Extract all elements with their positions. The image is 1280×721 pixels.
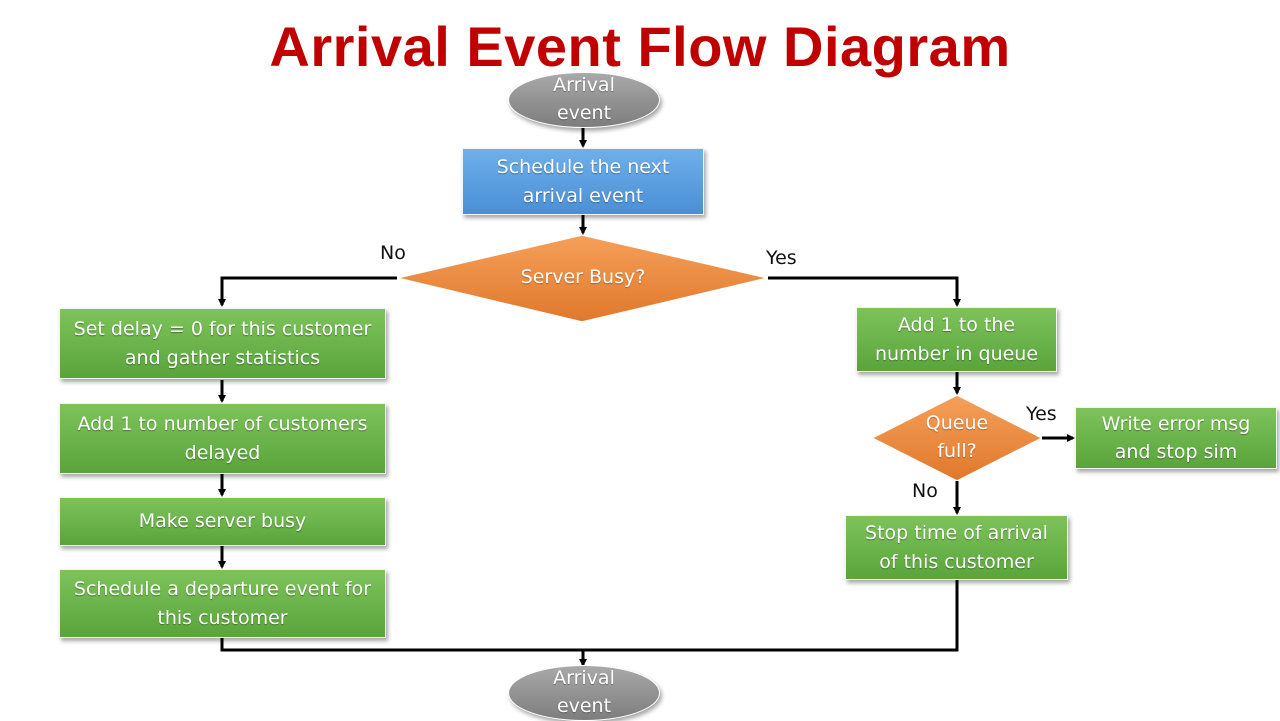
terminal-arrival-start-label: Arrival event	[553, 74, 615, 124]
process-schedule-departure: Schedule a departure event for this cust…	[59, 569, 386, 638]
branch-label-server-yes: Yes	[766, 247, 797, 269]
process-schedule-next-arrival: Schedule the next arrival event	[462, 148, 704, 215]
process-write-error-label: Write error msg and stop sim	[1101, 412, 1251, 464]
branch-label-queue-no: No	[912, 480, 938, 502]
branch-label-queue-yes: Yes	[1026, 403, 1057, 425]
process-write-error: Write error msg and stop sim	[1075, 407, 1277, 469]
process-store-arrival-time: Stop time of arrival of this customer	[845, 515, 1068, 580]
process-add-to-queue: Add 1 to the number in queue	[856, 307, 1057, 372]
connector-left-branch-to-merge	[220, 580, 959, 652]
terminal-arrival-start: Arrival event	[508, 72, 660, 128]
process-schedule-departure-label: Schedule a departure event for this cust…	[73, 578, 372, 629]
branch-label-server-no: No	[380, 242, 406, 264]
diagram-title: Arrival Event Flow Diagram	[269, 15, 1011, 78]
decision-queue-full-label: Queue full?	[925, 412, 989, 462]
terminal-arrival-end-label: Arrival event	[553, 667, 615, 717]
decision-server-busy-label: Server Busy?	[520, 266, 646, 289]
decision-server-busy-shape	[396, 234, 769, 323]
connector-decision-no	[218, 276, 397, 307]
process-add-to-queue-label: Add 1 to the number in queue	[874, 314, 1039, 365]
process-schedule-next-arrival-label: Schedule the next arrival event	[496, 156, 670, 207]
connector-decision-yes	[768, 276, 961, 307]
process-make-server-busy-label: Make server busy	[138, 510, 307, 533]
process-store-arrival-time-label: Stop time of arrival of this customer	[865, 522, 1048, 573]
process-add-customers-delayed: Add 1 to number of customers delayed	[59, 403, 386, 474]
process-add-customers-delayed-label: Add 1 to number of customers delayed	[77, 413, 368, 464]
terminal-arrival-end: Arrival event	[508, 665, 660, 721]
process-make-server-busy: Make server busy	[59, 497, 386, 546]
process-set-delay-label: Set delay = 0 for this customer and gath…	[73, 318, 372, 369]
process-set-delay: Set delay = 0 for this customer and gath…	[59, 308, 386, 379]
